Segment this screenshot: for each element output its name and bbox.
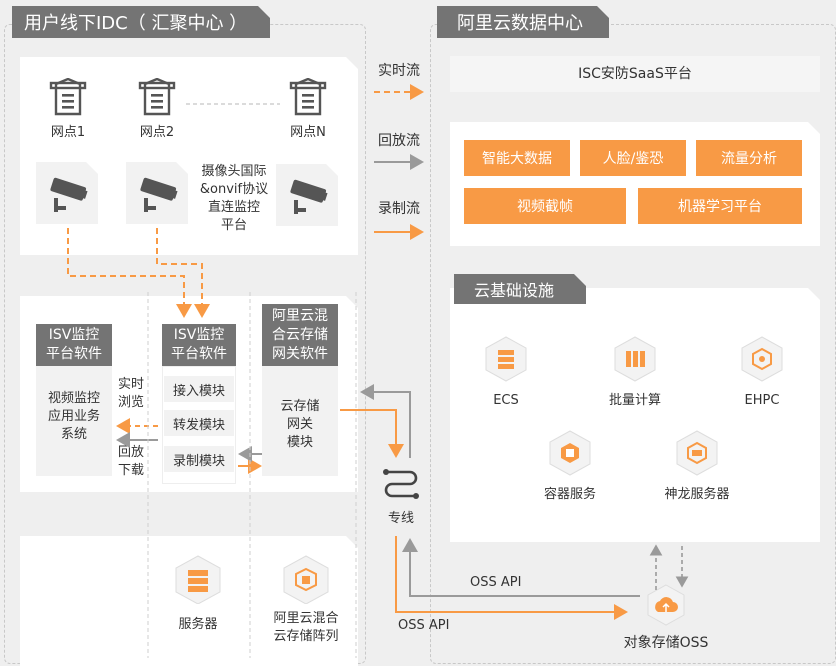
storage-array-label: 阿里云混合 云存储阵列 <box>273 611 339 644</box>
camera-protocol-note: 摄像头国际 &onvif协议 直连监控 平台 <box>199 164 269 233</box>
service-frame-capture: 视频截帧 <box>464 188 626 224</box>
idc-title: 用户线下IDC（ 汇聚中心 ） <box>12 6 270 38</box>
camera-icon <box>276 164 338 226</box>
flow-playback-label: 回放流 <box>378 133 420 149</box>
isv2-forward-module: 转发模块 <box>164 410 234 436</box>
playback-download-label: 回放 下载 <box>118 445 145 478</box>
isv2-title: ISV监控 平台软件 <box>162 324 236 366</box>
container-service-icon <box>549 430 591 476</box>
gateway-title: 阿里云混 合云存储 网关软件 <box>262 304 338 366</box>
camera-icon <box>126 162 188 224</box>
service-big-data: 智能大数据 <box>464 140 570 176</box>
camera-2 <box>126 162 188 224</box>
cloud-title-text: 阿里云数据中心 <box>457 13 583 34</box>
infra-ecs-label: ECS <box>493 393 519 408</box>
line-to-oss-orange <box>395 536 628 620</box>
infra-ecs: ECS <box>476 336 536 412</box>
server-node: 服务器 <box>168 554 228 644</box>
isv1-body <box>36 366 112 476</box>
site-2: 网点2 <box>127 77 187 140</box>
site-n-label: 网点N <box>290 125 326 140</box>
oss-node: 对象存储OSS <box>606 584 726 656</box>
flow-record-label: 录制流 <box>378 201 420 217</box>
isv2-access-module: 接入模块 <box>164 376 234 402</box>
camera2-stream-line <box>156 228 210 318</box>
dedicated-line-label: 专线 <box>387 511 414 526</box>
service-ml-platform: 机器学习平台 <box>638 188 802 224</box>
oss-label: 对象存储OSS <box>623 635 709 651</box>
isv1-body-text: 视频监控 应用业务 系统 <box>47 391 100 442</box>
camera1-stream-line <box>67 228 192 318</box>
realtime-browse-label: 实时 浏览 <box>118 377 145 410</box>
service-face: 人脸/鉴恐 <box>580 140 686 176</box>
camera-1 <box>36 162 98 224</box>
dedicated-line-icon <box>383 469 419 499</box>
infra-container-label: 容器服务 <box>543 487 596 502</box>
site-1: 网点1 <box>38 77 98 140</box>
infra-ehpc-label: EHPC <box>744 393 780 408</box>
camera-n <box>276 164 338 226</box>
infra-panel <box>450 288 820 542</box>
infra-container: 容器服务 <box>530 430 610 506</box>
isv1-title: ISV监控 平台软件 <box>36 324 112 366</box>
cloud-title: 阿里云数据中心 <box>437 6 609 38</box>
isc-label: ISC安防SaaS平台 <box>578 66 692 82</box>
site-1-label: 网点1 <box>50 125 86 140</box>
gateway-body-text: 云存储 网关 模块 <box>280 399 320 450</box>
dedicated-line-node: 专线 <box>372 466 430 532</box>
infra-batch: 批量计算 <box>600 336 670 412</box>
infra-shenlong-label: 神龙服务器 <box>664 487 730 502</box>
site-n: 网点N <box>278 77 338 140</box>
shenlong-server-icon <box>676 430 718 476</box>
oss-api-bottom-label: OSS API <box>398 618 450 633</box>
ecs-icon <box>485 336 527 382</box>
line-to-gateway-grey <box>360 384 411 458</box>
building-icon <box>289 77 327 116</box>
oss-icon <box>647 584 685 626</box>
infra-title: 云基础设施 <box>454 274 586 304</box>
building-icon <box>49 77 87 116</box>
ehpc-icon <box>741 336 783 382</box>
infra-title-text: 云基础设施 <box>474 281 555 300</box>
building-icon <box>138 77 176 116</box>
gateway-to-line-orange <box>340 409 404 458</box>
storage-array-node: 阿里云混合 云存储阵列 <box>266 554 346 654</box>
site-2-label: 网点2 <box>139 125 175 140</box>
oss-to-line-grey <box>402 538 640 597</box>
camera-icon <box>36 162 98 224</box>
isv2-record-module: 录制模块 <box>164 446 234 472</box>
gateway-body <box>262 366 338 476</box>
infra-batch-label: 批量计算 <box>608 393 661 408</box>
flow-realtime-label: 实时流 <box>378 63 420 79</box>
server-label: 服务器 <box>178 617 218 632</box>
idc-title-text: 用户线下IDC（ 汇聚中心 ） <box>24 13 248 34</box>
batch-compute-icon <box>614 336 656 382</box>
infra-shenlong: 神龙服务器 <box>652 430 742 506</box>
isc-panel <box>450 56 820 92</box>
infra-ehpc: EHPC <box>732 336 792 412</box>
oss-api-top-label: OSS API <box>470 575 522 590</box>
service-traffic: 流量分析 <box>696 140 802 176</box>
